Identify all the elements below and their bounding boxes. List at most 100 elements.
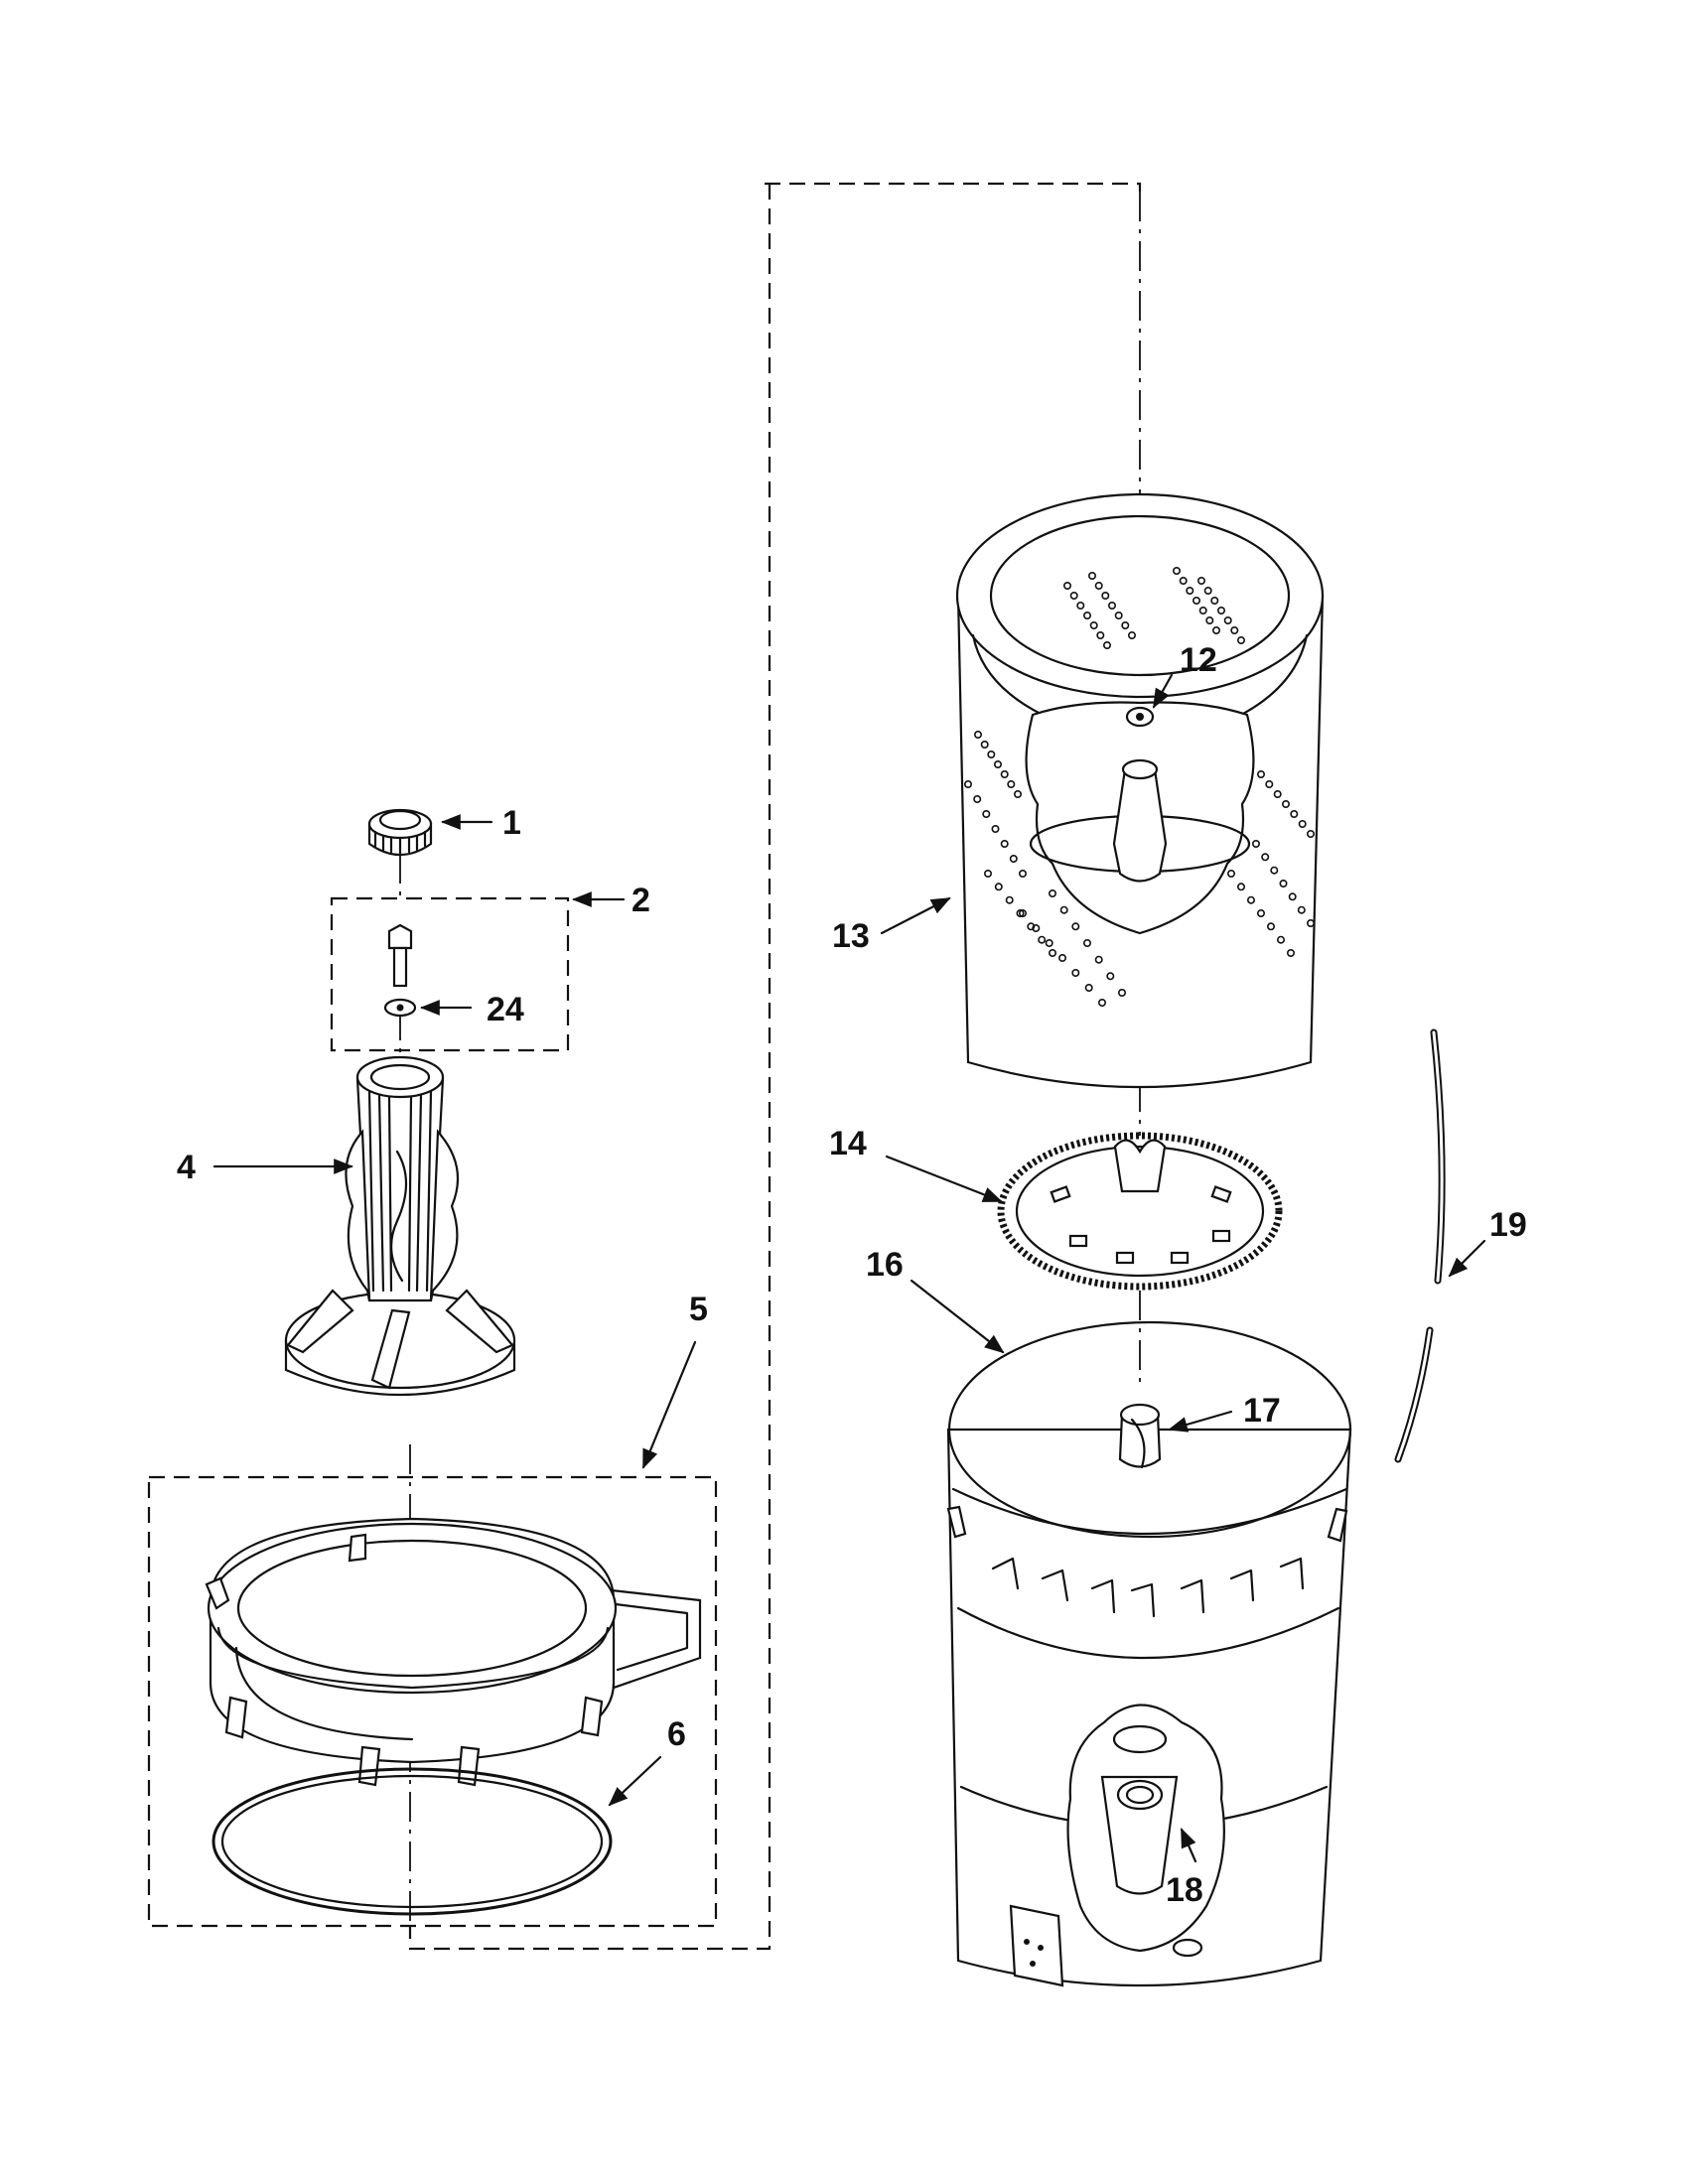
perforation-dot xyxy=(1108,601,1117,610)
perforation-dot xyxy=(1049,888,1057,897)
perforation-dot xyxy=(1000,769,1009,778)
perforation-dot xyxy=(1307,918,1316,927)
perforation-dot xyxy=(1121,620,1130,629)
callout-14: 14 xyxy=(829,1125,867,1162)
callout-4: 4 xyxy=(177,1149,196,1186)
perforation-dot xyxy=(1058,953,1067,962)
perforation-dot xyxy=(982,809,991,818)
perforation-dot xyxy=(1089,620,1098,629)
perforation-dot xyxy=(1009,854,1018,863)
part-16-outer-tub xyxy=(946,1320,1352,1987)
perforation-dot xyxy=(1290,809,1299,818)
perforation-dot xyxy=(1005,895,1014,904)
perforation-dot xyxy=(1237,635,1246,644)
perforation-dot xyxy=(1084,983,1093,992)
perforation-dot xyxy=(1038,935,1047,944)
callout-24: 24 xyxy=(487,991,524,1028)
callout-18: 18 xyxy=(1166,1871,1203,1909)
perforation-dot xyxy=(1186,586,1194,595)
part-14-drive-gear xyxy=(997,1132,1283,1291)
perforation-dot xyxy=(1257,769,1266,778)
part-4-agitator xyxy=(284,1055,516,1397)
perforation-dot xyxy=(983,869,992,878)
part-19-hose xyxy=(1394,1028,1446,1463)
perforation-dot xyxy=(1106,972,1115,981)
perforation-dot xyxy=(1287,948,1296,957)
perforation-dot xyxy=(1277,935,1286,944)
perforation-dot xyxy=(1217,606,1226,614)
perforation-dot xyxy=(1000,839,1009,848)
perforation-dot xyxy=(1265,779,1274,788)
perforation-dot xyxy=(1096,630,1105,639)
perforation-dot xyxy=(994,883,1003,891)
perforation-dot xyxy=(1210,596,1219,605)
perforation-dot xyxy=(1128,630,1137,639)
perforation-dot xyxy=(1098,998,1107,1007)
perforation-dot xyxy=(1282,799,1291,808)
perforation-dot xyxy=(1083,938,1092,947)
perforation-dot xyxy=(1261,853,1270,862)
perforation-dot xyxy=(1227,869,1236,878)
part-6-seal-ring xyxy=(211,1767,613,1916)
perforation-dot xyxy=(1114,611,1123,619)
perforation-dot xyxy=(1252,839,1261,848)
perforation-dot xyxy=(1083,611,1092,619)
perforation-dot xyxy=(1288,892,1297,901)
perforation-dot xyxy=(1032,923,1041,932)
perforation-dot xyxy=(1270,866,1279,875)
perforation-dot xyxy=(980,740,989,749)
perforation-dot xyxy=(1197,576,1206,585)
perforation-dot xyxy=(993,759,1002,768)
leader-arrows xyxy=(212,673,1486,1863)
callout-13: 13 xyxy=(832,917,870,955)
perforation-dot xyxy=(1019,908,1028,917)
perforation-dot xyxy=(1016,908,1025,917)
perforation-dot xyxy=(1193,596,1201,605)
perforation-dot xyxy=(1071,968,1080,977)
perforation-dot xyxy=(1223,615,1232,624)
part-5-tub-ring-group xyxy=(147,1475,718,1928)
perforation-dot xyxy=(1237,883,1246,891)
perforation-dot xyxy=(1173,566,1182,575)
callout-19: 19 xyxy=(1489,1206,1527,1244)
perforation-dot xyxy=(1094,581,1103,590)
perforation-dot xyxy=(1045,938,1053,947)
part-1-cap xyxy=(367,808,433,856)
perforation-dot xyxy=(1027,922,1036,931)
perforation-dot xyxy=(1198,606,1207,614)
perforation-dot xyxy=(1069,591,1078,600)
part-2-bolt-kit xyxy=(330,896,570,1052)
perforation-dot xyxy=(1230,625,1239,634)
callout-16: 16 xyxy=(866,1246,904,1284)
perforation-dot xyxy=(1059,905,1068,914)
perforation-dot xyxy=(973,794,982,803)
perforation-dot xyxy=(1212,625,1221,634)
perforation-dot xyxy=(1049,948,1057,957)
part-13-spin-basket xyxy=(955,492,1325,1089)
perforation-dot xyxy=(1019,869,1028,878)
perforation-dot xyxy=(1088,571,1097,580)
perforation-dot xyxy=(1103,640,1112,649)
basket-perforations xyxy=(963,566,1316,1007)
callout-5: 5 xyxy=(689,1291,708,1328)
perforation-dot xyxy=(1203,586,1212,595)
perforation-dot xyxy=(963,779,972,788)
perforation-dot xyxy=(1179,576,1188,585)
perforation-dot xyxy=(1267,922,1276,931)
perforation-dot xyxy=(1273,789,1282,798)
perforation-dot xyxy=(1094,955,1103,964)
callout-1: 1 xyxy=(502,804,521,842)
perforation-dot xyxy=(1063,581,1072,590)
part-17-hub xyxy=(1118,1403,1162,1469)
callout-labels: 1 2 24 4 5 6 12 13 14 16 17 18 19 xyxy=(177,641,1527,1909)
perforation-dot xyxy=(1071,922,1080,931)
callout-6: 6 xyxy=(667,1715,686,1753)
callout-17: 17 xyxy=(1243,1392,1281,1430)
perforation-dot xyxy=(1007,779,1016,788)
perforation-dot xyxy=(1257,908,1266,917)
perforation-dot xyxy=(1101,591,1110,600)
perforation-dot xyxy=(1297,905,1306,914)
perforation-dot xyxy=(1013,789,1022,798)
perforation-dot xyxy=(1307,829,1316,838)
